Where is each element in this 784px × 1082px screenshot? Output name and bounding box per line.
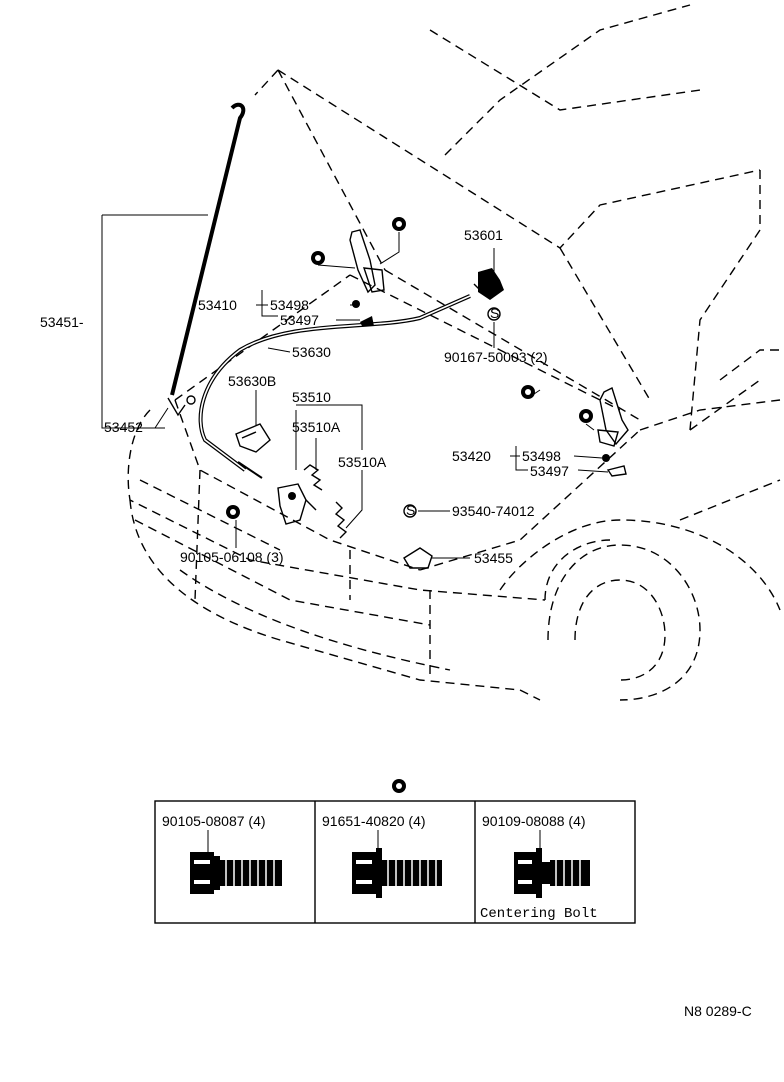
label-53420: 53420 (452, 448, 491, 464)
hood-bumper: S (403, 502, 433, 569)
label-53452: 53452 (104, 419, 143, 435)
label-90167-50003: 90167-50003 (2) (444, 349, 548, 365)
hood-support-rod (167, 102, 246, 417)
hood-lock-release (277, 464, 348, 539)
label-90105-06108: 90105-06108 (3) (180, 549, 284, 565)
bolt-markers (226, 217, 593, 793)
table-cell-1-part: 90105-08087 (4) (162, 813, 266, 829)
label-53455: 53455 (474, 550, 513, 566)
part-labels: 53451- 53452 53410 53498 53497 53630 536… (40, 227, 569, 566)
centering-bolt-icon (514, 830, 590, 898)
leader-lines (101, 214, 609, 559)
hood-lock: S (473, 268, 504, 321)
flange-bolt-icon (190, 830, 282, 894)
cable-clamp (235, 423, 271, 453)
bolt-table: 90105-08087 (4) 91651-40820 (4) 90109-08… (154, 800, 636, 924)
label-53497-right: 53497 (530, 463, 569, 479)
label-53498-right: 53498 (522, 448, 561, 464)
label-93540-74012: 93540-74012 (452, 503, 535, 519)
figure-code: N8 0289-C (684, 1003, 752, 1019)
label-53630b: 53630B (228, 373, 276, 389)
hood-hinge-right (597, 387, 629, 477)
label-53498-left: 53498 (270, 297, 309, 313)
label-53510a-upper: 53510A (292, 419, 341, 435)
label-53601: 53601 (464, 227, 503, 243)
label-53410: 53410 (198, 297, 237, 313)
hood-hinge-left (349, 229, 385, 326)
label-53510: 53510 (292, 389, 331, 405)
release-cable (198, 294, 471, 479)
svg-text:S: S (406, 502, 415, 518)
label-53510a-lower: 53510A (338, 454, 387, 470)
car-body-outline (127, 4, 781, 701)
svg-text:S: S (490, 305, 499, 321)
table-cell-3-part: 90109-08088 (4) (482, 813, 586, 829)
label-53630: 53630 (292, 344, 331, 360)
table-cell-2-part: 91651-40820 (4) (322, 813, 426, 829)
washer-bolt-icon (352, 830, 442, 898)
table-cell-3-note: Centering Bolt (480, 906, 598, 922)
label-53451: 53451- (40, 314, 84, 330)
label-53497-left: 53497 (280, 312, 319, 328)
